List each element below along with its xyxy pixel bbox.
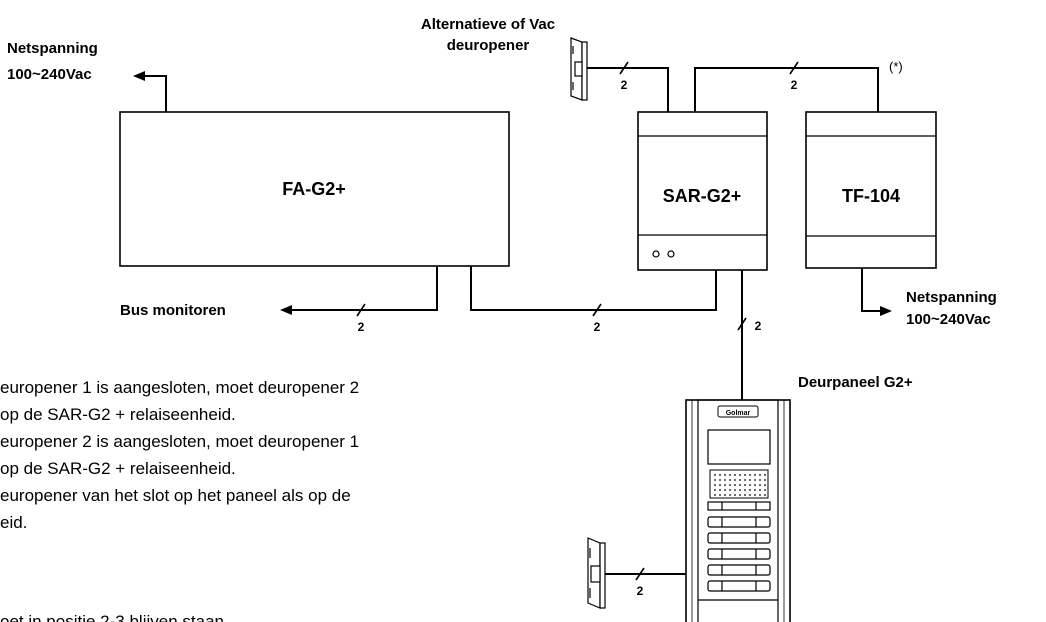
arrow-mains-left-icon	[133, 71, 145, 81]
led-icon	[652, 250, 660, 258]
led-icon	[667, 250, 675, 258]
note-line: op de SAR-G2 + relaiseenheid.	[0, 405, 236, 424]
door-panel-device	[685, 399, 791, 622]
panel-brand-logo: Golmar	[726, 410, 751, 417]
wire-count-label: 2	[755, 319, 762, 333]
wire-slashes	[356, 61, 799, 581]
alt-opener-line2: deuropener	[447, 37, 530, 54]
notes-text: europener 1 is aangesloten, moet deurope…	[0, 378, 359, 622]
bus-monitors-label: Bus monitoren	[120, 302, 226, 319]
sar-g2-box	[637, 111, 768, 271]
arrow-heads	[133, 71, 892, 316]
alt-opener-line1: Alternatieve of Vac	[421, 16, 555, 33]
tf-104-box	[805, 111, 937, 269]
wire-mains-right	[861, 268, 882, 312]
mains-right-line1: Netspanning	[906, 289, 997, 306]
fa-g2-box	[119, 111, 510, 267]
asterisk-note-marker: (*)	[889, 59, 903, 74]
speaker-grille-icon	[709, 469, 769, 499]
wire-count-label: 2	[791, 78, 798, 92]
note-line: op de SAR-G2 + relaiseenheid.	[0, 459, 236, 478]
sar-g2-label: SAR-G2+	[663, 186, 742, 206]
note-line: eid.	[0, 513, 27, 532]
door-lock-icon	[570, 37, 588, 101]
fa-g2-label: FA-G2+	[282, 179, 346, 199]
door-lock-icon	[587, 537, 606, 609]
note-line: oet in positie 2-3 blijven staan	[0, 612, 224, 622]
wire-alt-opener	[585, 67, 669, 112]
wire-fa-sar	[470, 266, 717, 311]
panel-display	[707, 429, 771, 465]
wire-sar-tf	[694, 67, 879, 112]
door-panel-label: Deurpaneel G2+	[798, 374, 913, 391]
wire-count-label: 2	[594, 320, 601, 334]
tf-104-label: TF-104	[842, 186, 900, 206]
mains-left-line2: 100~240Vac	[7, 66, 92, 83]
wire-count-label: 2	[358, 320, 365, 334]
arrow-mains-right-icon	[880, 306, 892, 316]
wire-count-label: 2	[637, 584, 644, 598]
note-line: europener 2 is aangesloten, moet deurope…	[0, 432, 359, 451]
call-buttons	[707, 501, 771, 592]
wires	[143, 67, 882, 575]
mains-right-line2: 100~240Vac	[906, 311, 991, 328]
arrow-bus-monitors-icon	[280, 305, 292, 315]
note-line: europener 1 is aangesloten, moet deurope…	[0, 378, 359, 397]
wire-bus-monitors	[290, 266, 438, 311]
wire-mains-left	[143, 75, 167, 112]
note-line: europener van het slot op het paneel als…	[0, 486, 351, 505]
mains-left-line1: Netspanning	[7, 40, 98, 57]
wire-count-label: 2	[621, 78, 628, 92]
